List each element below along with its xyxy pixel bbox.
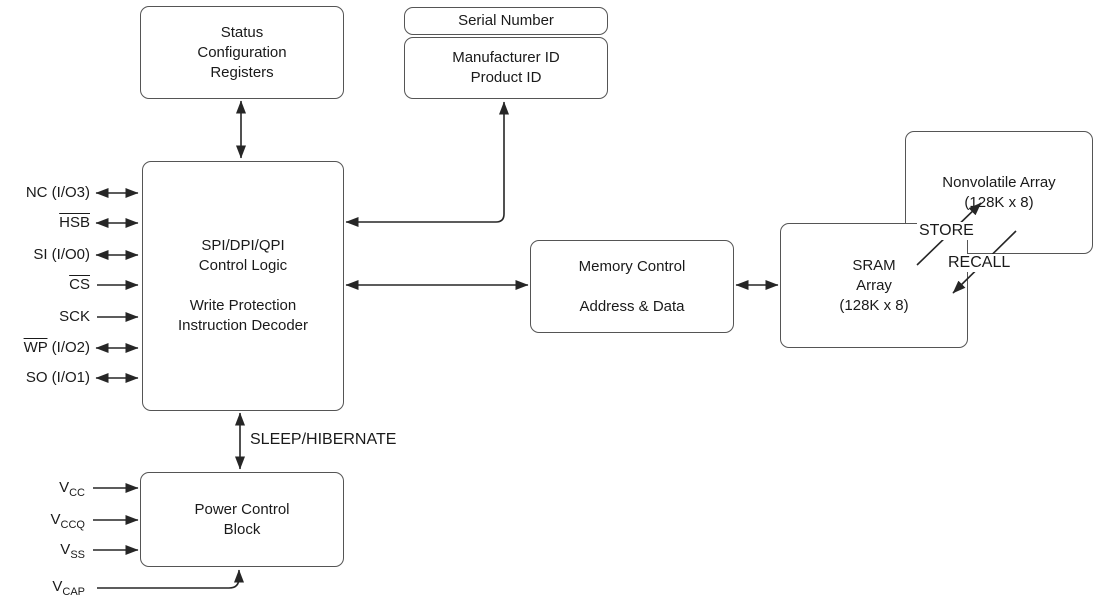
pin-text: SO (I/O1) — [25, 369, 90, 386]
pin-text-overline: HSB — [59, 214, 90, 231]
pin-text-overline: WP — [23, 339, 48, 356]
memory-control-box: Memory Control Address & Data — [530, 240, 734, 333]
pin-text-overline: CS — [69, 276, 90, 293]
box-text: Address & Data — [579, 297, 685, 315]
box-text: SRAM — [852, 256, 896, 274]
status-configuration-registers-box: Status Configuration Registers — [140, 6, 344, 99]
pin-label-nc-io3: NC (I/O3) — [0, 184, 90, 202]
box-text: SPI/DPI/QPI — [201, 237, 285, 254]
box-text: Configuration — [197, 43, 287, 61]
power-control-block-box: Power Control Block — [140, 472, 344, 567]
manufacturer-product-id-box: Manufacturer ID Product ID — [404, 37, 608, 99]
serial-number-box: Serial Number — [404, 7, 608, 35]
box-text: Memory Control — [578, 257, 686, 275]
box-text: Power Control — [194, 500, 290, 518]
sram-array-box: SRAM Array (128K x 8) — [780, 223, 968, 348]
pin-label-vcap: VCAP — [0, 578, 85, 598]
pin-label-vcc: VCC — [0, 479, 85, 499]
pin-text: SI (I/O0) — [33, 246, 90, 263]
pin-label-hsb: HSB — [0, 214, 90, 232]
box-text: Instruction Decoder — [177, 317, 309, 334]
box-text: Status — [220, 23, 264, 41]
pin-subscript: CC — [69, 487, 85, 499]
box-text: Registers — [210, 63, 274, 81]
box-text: Array — [856, 276, 892, 294]
pin-label-wp-io2: WP (I/O2) — [0, 339, 90, 357]
pin-label-cs: CS — [0, 276, 90, 294]
pin-label-si-io0: SI (I/O0) — [0, 246, 90, 264]
pin-subscript: SS — [70, 549, 85, 561]
store-label: STORE — [917, 222, 976, 240]
pin-label-so-io1: SO (I/O1) — [0, 369, 90, 387]
box-text: (128K x 8) — [964, 193, 1034, 211]
box-text: Manufacturer ID — [452, 49, 560, 66]
pin-text: NC (I/O3) — [25, 184, 90, 201]
wire-vcap-to-power-arrow — [97, 569, 244, 589]
box-text: (128K x 8) — [839, 296, 909, 314]
pin-text: V — [52, 578, 63, 595]
box-text: Product ID — [470, 69, 542, 86]
sleep-hibernate-label: SLEEP/HIBERNATE — [250, 431, 397, 448]
box-text: Nonvolatile Array — [942, 173, 1056, 191]
wire-spi-to-id-block-arrow — [345, 101, 509, 227]
pin-text: V — [60, 541, 71, 558]
pin-label-vss: VSS — [0, 541, 85, 561]
pin-subscript: CCQ — [60, 519, 85, 531]
box-text: Serial Number — [458, 12, 554, 29]
box-text: Control Logic — [198, 257, 288, 274]
pin-subscript: CAP — [62, 586, 85, 598]
pin-label-sck: SCK — [0, 308, 90, 326]
pin-text: (I/O2) — [47, 339, 90, 356]
recall-label: RECALL — [946, 254, 1013, 272]
pin-text: V — [59, 479, 70, 496]
pin-text: V — [50, 511, 61, 528]
box-text: Block — [223, 520, 261, 538]
spi-control-logic-box: SPI/DPI/QPI Control Logic Write Protecti… — [142, 161, 344, 411]
box-text: Write Protection — [189, 297, 297, 314]
pin-label-vccq: VCCQ — [0, 511, 85, 531]
pin-text: SCK — [59, 308, 90, 325]
